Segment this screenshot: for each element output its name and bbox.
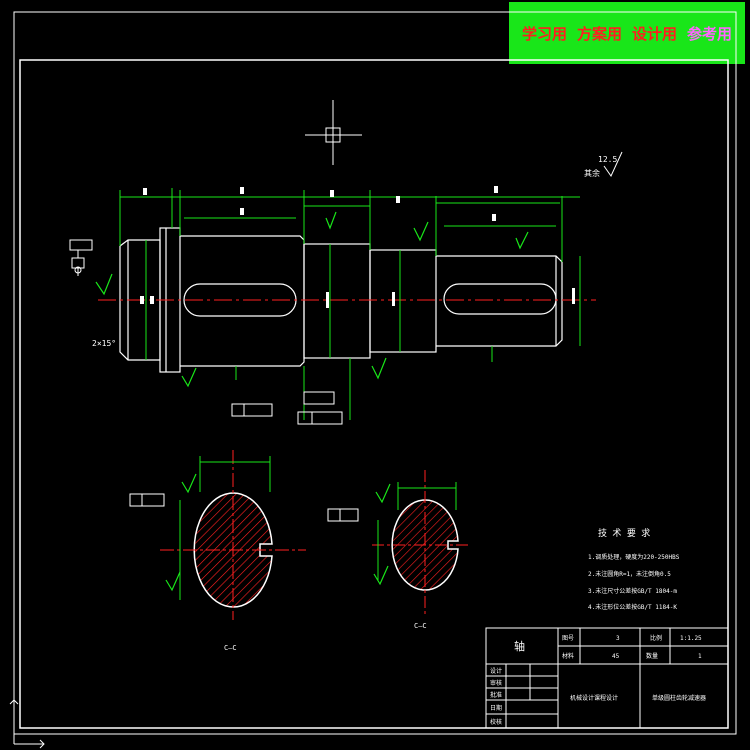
- section-left: C—C: [160, 450, 306, 652]
- svg-text:单级圆柱齿轮减速器: 单级圆柱齿轮减速器: [652, 694, 706, 702]
- svg-text:材料: 材料: [562, 652, 574, 660]
- banner-item-plan: 方案用: [576, 24, 622, 43]
- svg-text:1.调质处理，硬度为220-250HBS: 1.调质处理，硬度为220-250HBS: [588, 553, 680, 561]
- svg-text:3.未注尺寸公差按GB/T 1804-m: 3.未注尺寸公差按GB/T 1804-m: [588, 587, 677, 595]
- tolerance-frames: [69, 239, 359, 522]
- svg-text:机械设计课程设计: 机械设计课程设计: [570, 694, 618, 702]
- svg-text:1:1.25: 1:1.25: [680, 635, 702, 642]
- chamfer-note: 2×15°: [92, 339, 116, 348]
- svg-text:技 术 要 求: 技 术 要 求: [598, 527, 650, 539]
- svg-text:数量: 数量: [646, 652, 658, 660]
- svg-text:审核: 审核: [490, 679, 502, 687]
- banner-item-reference: 参考用: [687, 24, 733, 43]
- svg-text:3: 3: [616, 635, 620, 642]
- svg-text:45: 45: [612, 653, 620, 660]
- svg-text:图号: 图号: [562, 635, 574, 642]
- roughness-marks: [95, 211, 529, 592]
- svg-text:批准: 批准: [490, 691, 502, 699]
- banner-item-study: 学习用: [521, 24, 567, 43]
- svg-text:其余: 其余: [584, 168, 600, 178]
- title-block: [485, 627, 729, 729]
- svg-text:1: 1: [698, 653, 702, 660]
- crosshair-icon: [305, 100, 362, 165]
- dimension-labels: [140, 186, 575, 308]
- svg-text:校核: 校核: [490, 718, 502, 726]
- roughness-note: 12.5 其余: [584, 151, 623, 178]
- svg-text:C—C: C—C: [224, 644, 237, 652]
- sheet-border-outer: [13, 11, 737, 735]
- svg-text:轴: 轴: [514, 639, 525, 653]
- ucs-axis-icon: [9, 699, 45, 749]
- title-block-text: 轴 图号 3 比例 1:1.25 材料 45 数量 1 设计 审核 批准 日期 …: [490, 634, 706, 726]
- svg-text:4.未注形位公差按GB/T 1184-K: 4.未注形位公差按GB/T 1184-K: [588, 603, 677, 611]
- tech-requirements: 技 术 要 求 1.调质处理，硬度为220-250HBS 2.未注圆角R=1，未…: [588, 527, 680, 611]
- sheet-border-inner: [19, 59, 729, 729]
- banner-item-design: 设计用: [632, 24, 678, 43]
- svg-text:比例: 比例: [650, 634, 662, 642]
- svg-text:2.未注圆角R=1，未注倒角0.5: 2.未注圆角R=1，未注倒角0.5: [588, 570, 671, 578]
- svg-text:C—C: C—C: [414, 622, 427, 630]
- section-right: C—C: [372, 470, 470, 630]
- svg-text:12.5: 12.5: [598, 155, 617, 164]
- svg-text:日期: 日期: [490, 704, 502, 712]
- svg-text:设计: 设计: [490, 667, 502, 675]
